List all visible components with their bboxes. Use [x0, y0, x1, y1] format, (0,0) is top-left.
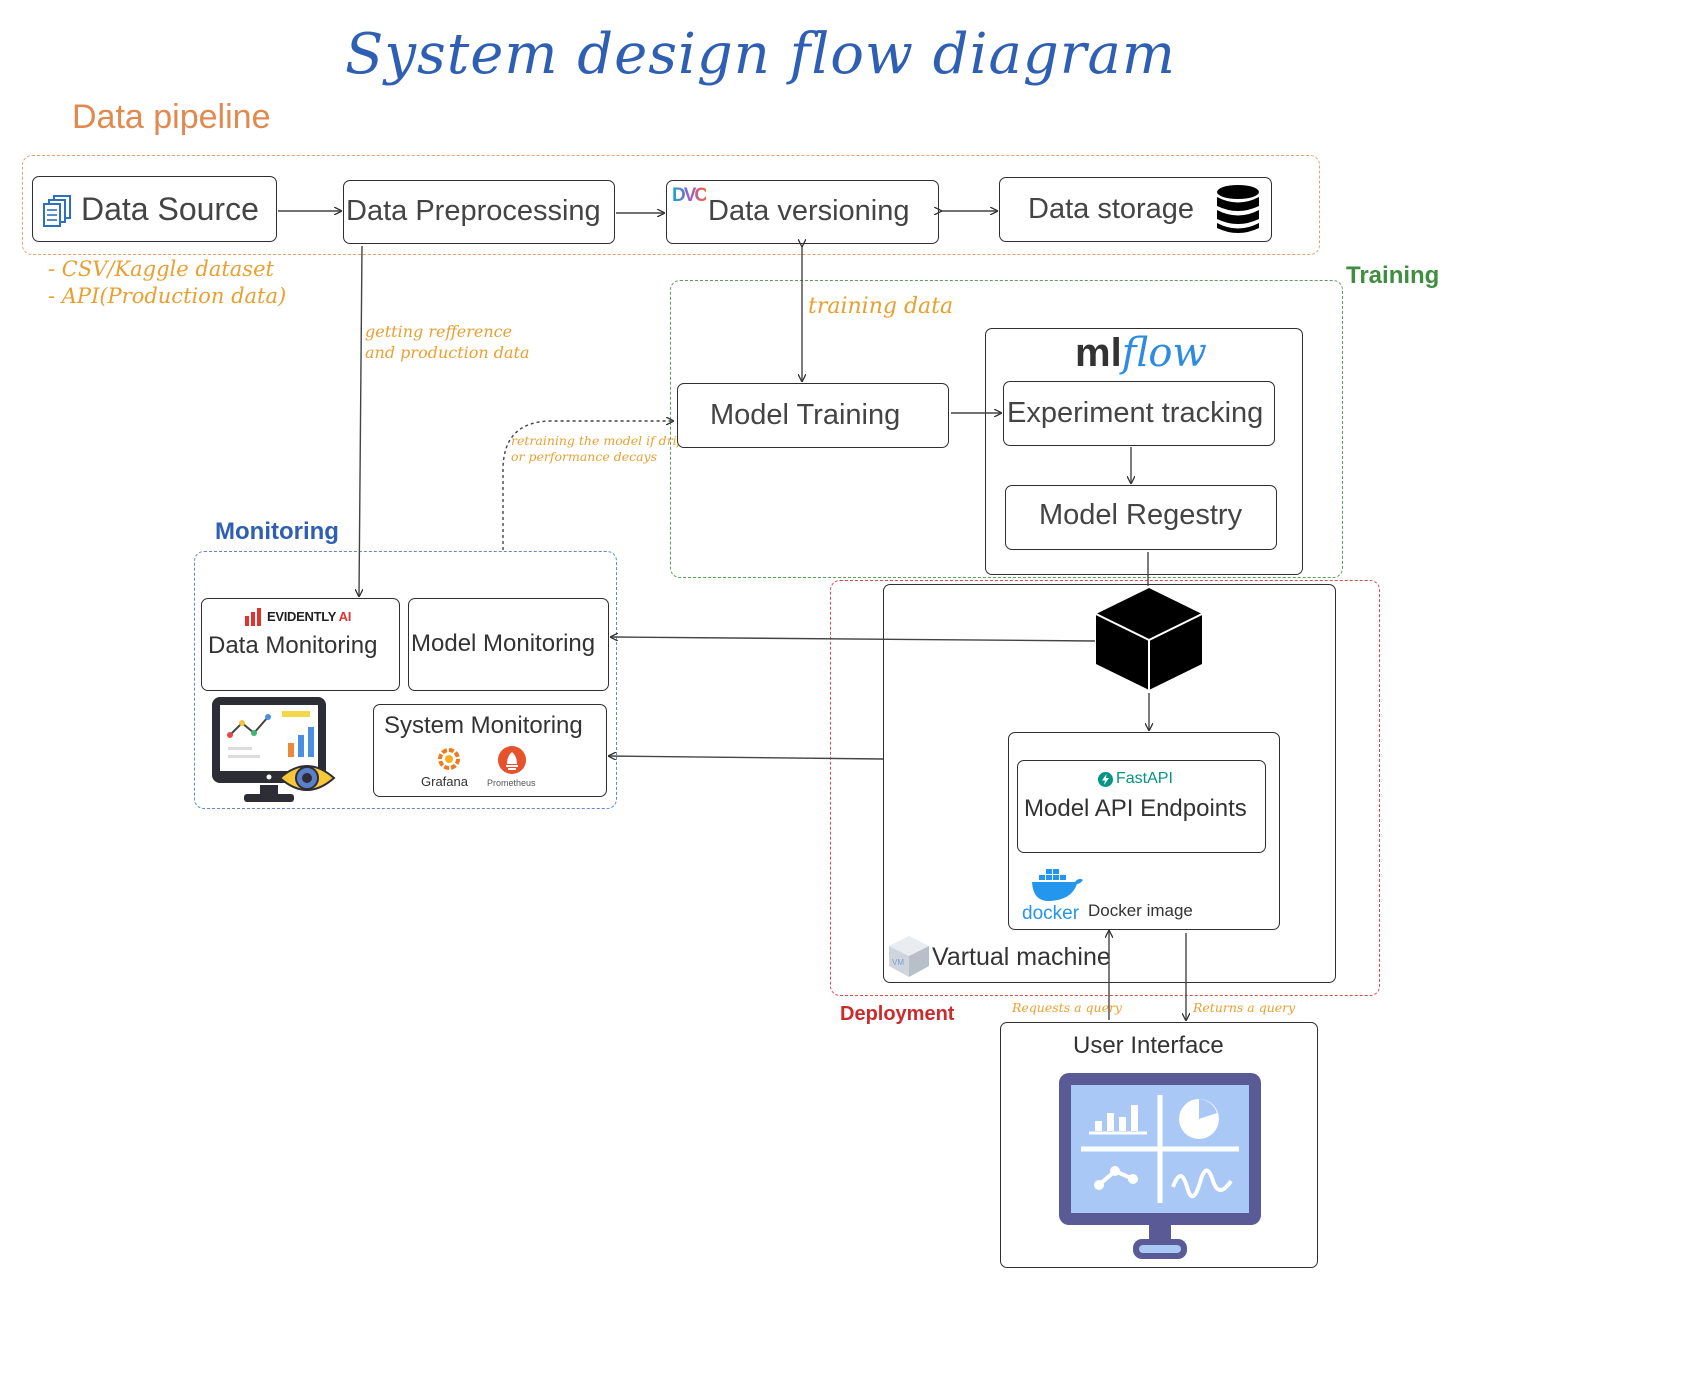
docker-logo-text: docker	[1022, 903, 1080, 924]
model-api-label: Model API Endpoints	[1024, 795, 1247, 822]
source-note-csv: - CSV/Kaggle dataset	[48, 257, 274, 281]
model-training-label: Model Training	[710, 399, 901, 431]
dvc-logo: DVC	[672, 185, 708, 206]
data-source-label: Data Source	[81, 191, 259, 227]
system-monitoring-node[interactable]: System Monitoring Grafana Prometheus	[373, 704, 607, 797]
note-training-data: training data	[808, 294, 954, 319]
experiment-tracking-node[interactable]: Experiment tracking	[1003, 381, 1275, 446]
data-source-node[interactable]: Data Source	[32, 176, 277, 242]
source-note-api: - API(Production data)	[48, 284, 287, 308]
svg-text:VM: VM	[892, 958, 904, 967]
data-pipeline-group	[22, 155, 1320, 255]
note-getting-data-line2: and production data	[365, 343, 530, 362]
edge-vm-system-monitoring	[609, 756, 884, 759]
docker-whale-icon	[1032, 869, 1083, 901]
note-returns-query: Returns a query	[1193, 1000, 1296, 1015]
dashboard-monitor-icon	[212, 697, 326, 802]
note-retraining-line1: retraining the model if drift	[511, 433, 687, 448]
diagram-title: System design flow diagram	[345, 22, 1176, 87]
prometheus-label: Prometheus	[487, 778, 536, 788]
data-preprocessing-node[interactable]: Data Preprocessing	[343, 180, 615, 244]
model-api-node[interactable]: FastAPI Model API Endpoints	[1017, 760, 1266, 853]
deployment-group	[830, 580, 1380, 996]
model-monitoring-label: Model Monitoring	[411, 630, 596, 657]
note-requests-query: Requests a query	[1012, 1000, 1122, 1015]
fastapi-label: FastAPI	[1116, 770, 1173, 787]
edge-retraining-loop	[502, 421, 673, 550]
grafana-icon	[438, 748, 460, 770]
eye-icon	[278, 765, 336, 791]
virtual-machine-label: Vartual machine	[932, 943, 1111, 971]
section-label-training: Training	[1346, 262, 1440, 289]
section-label-deployment: Deployment	[840, 1003, 955, 1025]
fastapi-icon	[1098, 772, 1113, 787]
data-versioning-node[interactable]: DVC Data versioning	[666, 180, 939, 244]
user-interface-node[interactable]: User Interface	[1000, 1022, 1318, 1268]
monitoring-group	[194, 551, 617, 809]
data-versioning-label: Data versioning	[708, 195, 910, 227]
model-training-node[interactable]: Model Training	[677, 383, 949, 448]
edge-container-model-monitoring	[611, 637, 1096, 642]
data-preprocessing-label: Data Preprocessing	[346, 195, 601, 227]
container-cube-icon	[1095, 588, 1203, 690]
model-registry-node[interactable]: Model Regestry	[1005, 485, 1277, 550]
note-retraining-line2: or performance decays	[511, 449, 658, 464]
documents-icon	[43, 195, 71, 227]
mlflow-logo: mlflow	[1075, 330, 1207, 376]
training-group	[670, 280, 1343, 578]
section-label-data-pipeline: Data pipeline	[72, 98, 271, 136]
ui-monitor-icon	[1059, 1073, 1261, 1259]
prometheus-icon	[498, 746, 526, 774]
model-monitoring-node[interactable]: Model Monitoring	[408, 598, 609, 691]
data-storage-node[interactable]: Data storage	[999, 177, 1272, 242]
data-monitoring-node[interactable]: EVIDENTLY AI Data Monitoring	[201, 598, 400, 691]
section-label-monitoring: Monitoring	[215, 518, 339, 545]
system-monitoring-label: System Monitoring	[384, 712, 583, 739]
data-storage-label: Data storage	[1028, 193, 1195, 225]
docker-image-label: Docker image	[1088, 901, 1193, 920]
grafana-label: Grafana	[421, 774, 468, 789]
note-getting-data-line1: getting refference	[365, 322, 513, 341]
vm-cube-icon: VM	[889, 936, 929, 977]
edge-preprocessing-monitoring	[359, 245, 362, 596]
database-icon	[1217, 185, 1259, 233]
model-registry-label: Model Regestry	[1039, 499, 1243, 531]
experiment-tracking-label: Experiment tracking	[1007, 397, 1264, 429]
data-monitoring-label: Data Monitoring	[208, 632, 378, 659]
evidently-bars-icon	[245, 608, 261, 626]
user-interface-label: User Interface	[1073, 1032, 1224, 1059]
